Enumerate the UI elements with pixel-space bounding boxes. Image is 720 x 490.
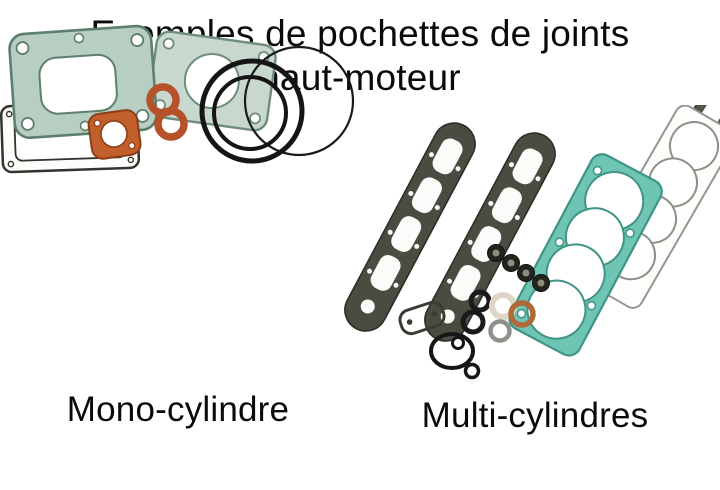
gray-ring <box>488 319 512 343</box>
caption-multi-cylindres: Multi-cylindres <box>421 396 649 435</box>
large-o-ring-outer <box>199 58 305 164</box>
valve-cover-gasket-1 <box>344 122 476 332</box>
main-green-gasket <box>8 24 158 140</box>
mono-cylinder-gasket-kit-photo <box>0 0 360 205</box>
teal-head-gasket <box>508 153 663 357</box>
black-ring-small-2 <box>460 309 486 335</box>
black-ring-small-1 <box>468 289 492 313</box>
large-o-ring-inner <box>212 75 288 151</box>
copper-ring-2 <box>154 107 188 141</box>
caption-mono-cylindre: Mono-cylindre <box>66 390 290 429</box>
multi-gasket-drawing <box>344 68 720 380</box>
mono-gasket-drawing <box>0 24 355 174</box>
copper-ring <box>508 300 536 328</box>
title-line-2: haut-moteur <box>259 56 461 98</box>
oval-gasket <box>429 332 481 380</box>
multi-cylinder-gasket-kit-photo <box>330 68 720 395</box>
orange-gasket <box>87 109 142 160</box>
thin-large-o-ring <box>243 45 355 157</box>
valve-stem-seals <box>487 244 550 292</box>
small-rect-gasket <box>398 300 446 336</box>
